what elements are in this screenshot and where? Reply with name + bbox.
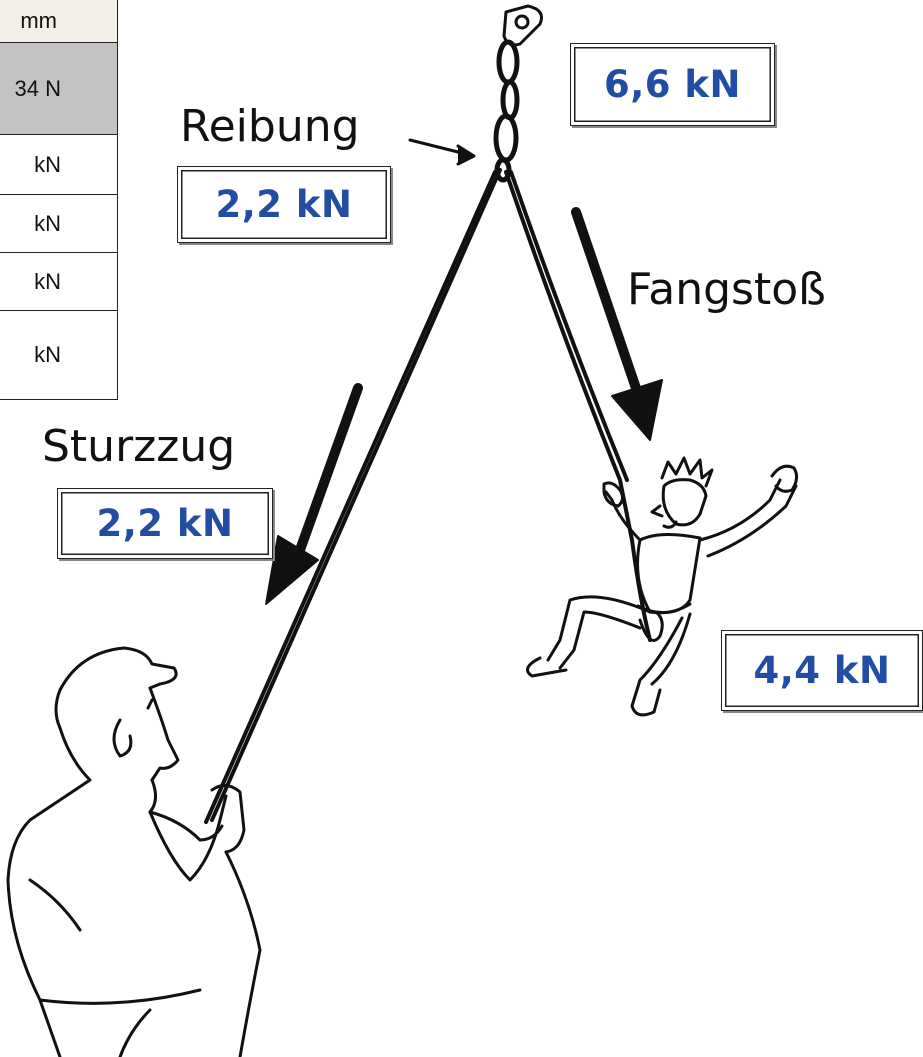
table-row: 34 N	[0, 43, 117, 135]
table-row: kN	[34, 342, 61, 367]
friction-force-value: 2,2 kN	[177, 166, 391, 243]
impact-force-label: Fangstoß	[627, 264, 826, 315]
force-table: mm 34 N kN kN kN kN	[0, 0, 118, 400]
anchor-force-value: 6,6 kN	[570, 43, 775, 126]
friction-label: Reibung	[180, 101, 360, 152]
table-header-cell: mm	[0, 0, 117, 43]
anchor-chain	[493, 39, 520, 183]
table-row: kN	[0, 195, 117, 253]
impact-force-arrow	[571, 207, 663, 441]
impact-force-value: 4,4 kN	[721, 630, 923, 711]
rope	[204, 168, 652, 824]
table-row: kN	[0, 135, 117, 195]
fall-pull-value: 2,2 kN	[57, 488, 273, 559]
fall-pull-label: Sturzzug	[42, 421, 236, 472]
fall-pull-arrow	[265, 383, 363, 605]
climber-figure	[526, 456, 799, 717]
table-row: kN	[0, 253, 117, 311]
friction-arrow	[408, 138, 476, 166]
belayer-figure	[6, 646, 262, 1057]
anchor-bolt	[502, 4, 543, 47]
